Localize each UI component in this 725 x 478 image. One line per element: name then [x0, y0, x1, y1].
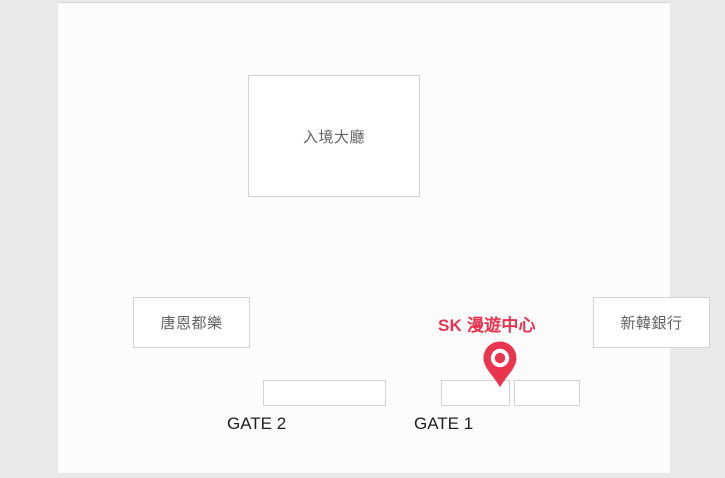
room-dunkin-donuts-label: 唐恩都樂 [160, 315, 223, 332]
room-arrival-hall-label: 入境大廳 [302, 128, 365, 146]
room-shinhan-bank[interactable]: 新韓銀行 [593, 297, 710, 348]
gate-2-caption: GATE 2 [227, 414, 287, 433]
gate-2-counter [263, 380, 386, 406]
room-arrival-hall[interactable]: 入境大廳 [248, 75, 420, 197]
map-canvas: 入境大廳 唐恩都樂 新韓銀行 GATE 2 GATE 1 SK 漫遊中心 [58, 2, 710, 473]
gate-1-counter-right [514, 380, 580, 406]
room-dunkin-donuts[interactable]: 唐恩都樂 [133, 297, 250, 348]
poi-sk-roaming-center-label: SK 漫遊中心 [438, 316, 536, 335]
gate-1-caption: GATE 1 [414, 414, 474, 433]
room-shinhan-bank-label: 新韓銀行 [620, 315, 683, 332]
map-pin-icon[interactable] [480, 340, 520, 392]
